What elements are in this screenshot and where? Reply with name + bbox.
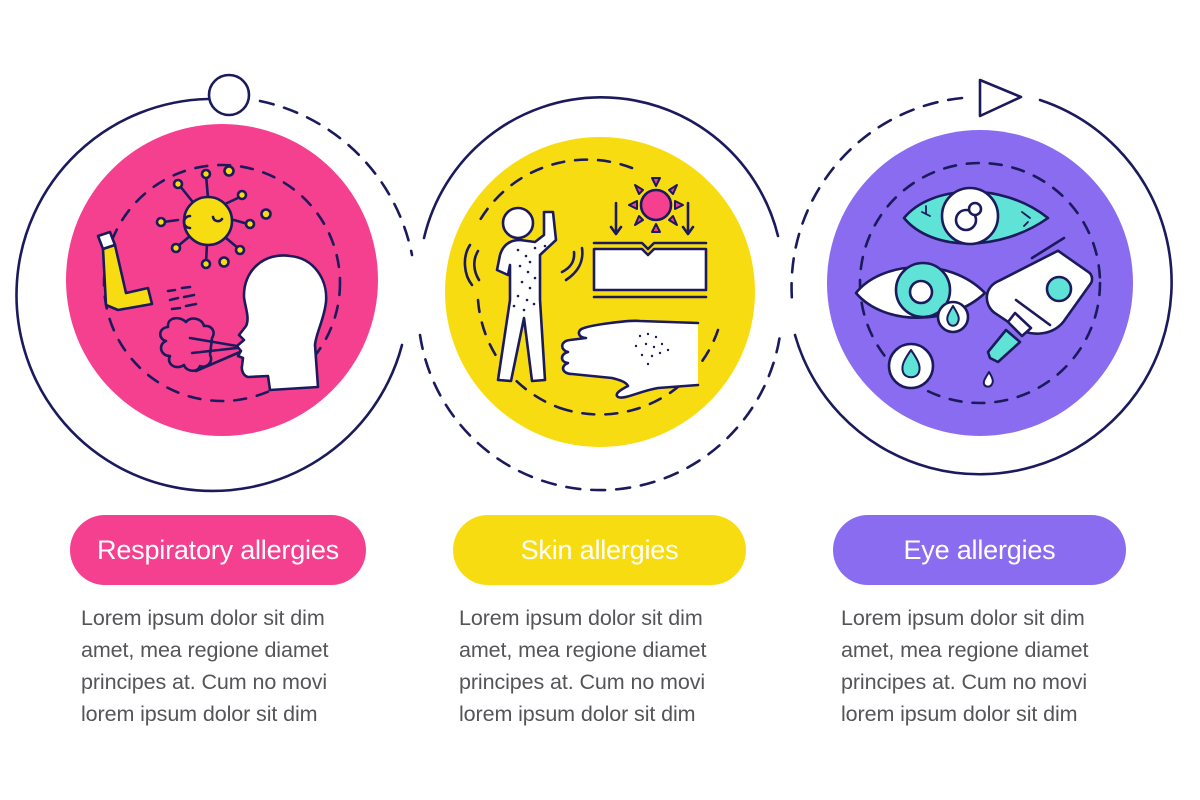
description-line: lorem ipsum dolor sit dim — [841, 702, 1078, 726]
description-line: Lorem ipsum dolor sit dim — [841, 606, 1085, 630]
step-2-description: Lorem ipsum dolor sit dim amet, mea regi… — [459, 602, 759, 730]
breath-cloud-icon — [158, 316, 242, 373]
sneezing-head-icon — [235, 254, 328, 392]
step-3-title: Eye allergies — [903, 534, 1056, 565]
rash-hand-icon — [560, 319, 700, 399]
description-line: amet, mea regione diamet — [841, 638, 1089, 662]
teary-eye-icon — [854, 261, 987, 334]
step-3-inner-dashed-ring — [858, 161, 1102, 405]
step-2-disc — [445, 137, 755, 447]
flow-connector — [15, 73, 1173, 493]
step-2-title-pill: Skin allergies — [453, 515, 746, 585]
start-marker-icon — [207, 73, 251, 117]
step-1-description: Lorem ipsum dolor sit dim amet, mea regi… — [81, 602, 381, 730]
step-2-illustration — [445, 137, 755, 447]
ring-1-dashed — [258, 99, 414, 257]
tear-drop-icon — [887, 342, 935, 390]
ring-3-solid — [793, 98, 1173, 476]
step-1-title-pill: Respiratory allergies — [70, 515, 366, 585]
ring-2-solid — [422, 96, 780, 240]
ring-2-dashed — [418, 333, 782, 492]
description-line: lorem ipsum dolor sit dim — [459, 702, 696, 726]
description-line: amet, mea regione diamet — [459, 638, 707, 662]
sun-icon — [609, 177, 695, 236]
description-line: principes at. Cum no movi — [459, 670, 706, 694]
description-line: Lorem ipsum dolor sit dim — [459, 606, 703, 630]
description-line: amet, mea regione diamet — [81, 638, 329, 662]
step-3-title-pill: Eye allergies — [833, 515, 1126, 585]
description-line: Lorem ipsum dolor sit dim — [81, 606, 325, 630]
spray-particles-icon — [166, 285, 198, 311]
description-line: principes at. Cum no movi — [841, 670, 1088, 694]
play-triangle-icon — [978, 78, 1023, 118]
step-3-description: Lorem ipsum dolor sit dim amet, mea regi… — [841, 602, 1141, 730]
ring-3-dashed — [790, 96, 964, 302]
red-eye-icon — [902, 186, 1050, 246]
step-1-illustration — [66, 124, 378, 436]
itching-person-icon — [463, 206, 584, 383]
inhaler-icon — [96, 230, 154, 312]
step-2-title: Skin allergies — [520, 534, 679, 565]
eye-drops-bottle-icon — [982, 236, 1094, 388]
step-3-illustration — [827, 130, 1133, 436]
ring-1-solid — [15, 97, 404, 493]
skin-layer-icon — [592, 241, 708, 299]
description-line: principes at. Cum no movi — [81, 670, 328, 694]
step-1-title: Respiratory allergies — [97, 534, 339, 565]
virus-icon — [155, 165, 272, 270]
description-line: lorem ipsum dolor sit dim — [81, 702, 318, 726]
